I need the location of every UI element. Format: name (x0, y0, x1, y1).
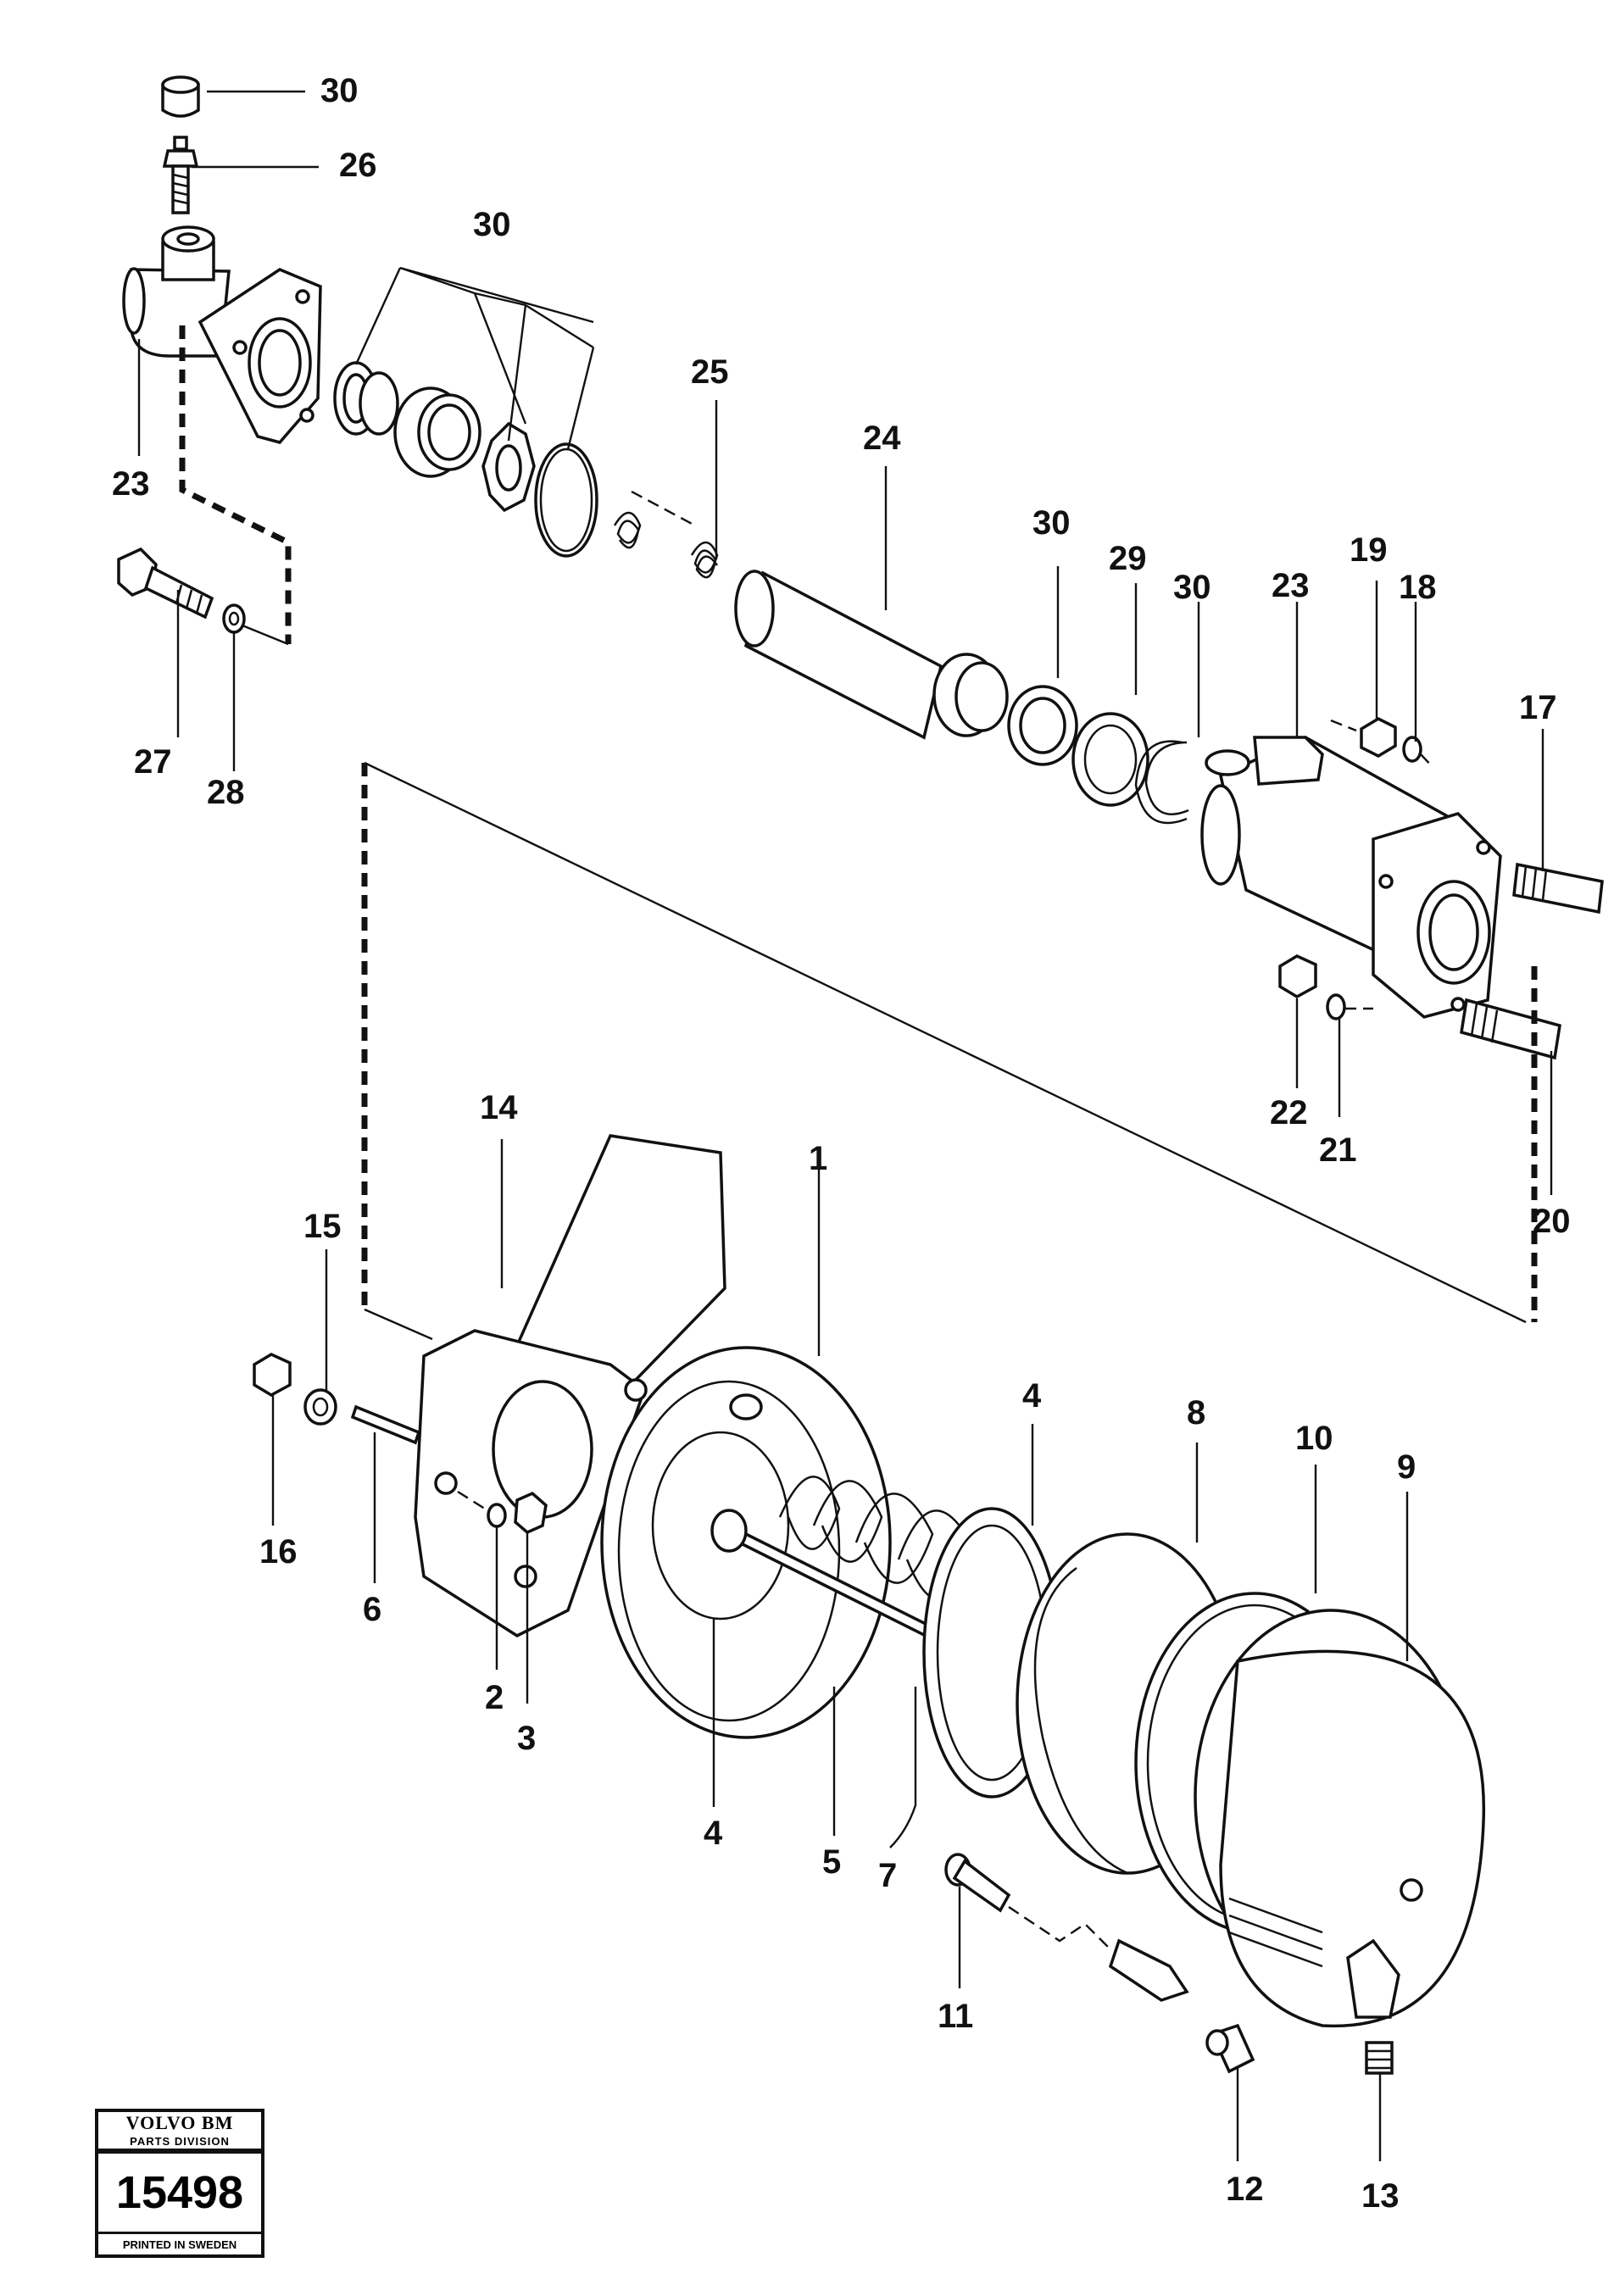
label-16: 16 (259, 1533, 298, 1571)
part-washer-29 (1071, 712, 1149, 807)
label-29: 29 (1109, 540, 1147, 577)
label-30-cup: 30 (1032, 504, 1071, 542)
part-o-ring-30 (534, 442, 598, 558)
label-2: 2 (485, 1679, 504, 1716)
part-plug-13 (1365, 2041, 1394, 2075)
part-circlip-30 (1134, 740, 1189, 825)
part-nut-16 (253, 1353, 292, 1398)
label-22: 22 (1270, 1094, 1308, 1131)
part-washer-15 (303, 1388, 337, 1426)
part-stud-20 (1460, 998, 1561, 1060)
label-23-upper: 23 (112, 465, 150, 503)
label-15: 15 (303, 1208, 342, 1245)
label-13: 13 (1361, 2177, 1400, 2215)
label-14: 14 (480, 1089, 518, 1126)
part-nut-22 (1278, 954, 1317, 999)
label-26: 26 (339, 147, 377, 184)
part-cup-seal-30-b (932, 653, 1009, 737)
part-washer-18 (1402, 736, 1422, 763)
part-washer-21 (1326, 993, 1346, 1020)
part-spring-small (613, 511, 642, 549)
part-seal-ring (333, 361, 399, 436)
part-retainer-plate (481, 421, 536, 513)
label-4-gasket: 4 (704, 1815, 723, 1852)
stamp-printed: PRINTED IN SWEDEN (122, 2238, 237, 2251)
part-housing-23-upper (122, 225, 322, 444)
label-23-right: 23 (1272, 567, 1310, 604)
part-seal-30-c (1007, 685, 1078, 766)
label-30-seals: 30 (473, 206, 511, 243)
part-plug-12 (1205, 2023, 1255, 2074)
part-stud-17 (1512, 862, 1604, 915)
label-20: 20 (1533, 1203, 1571, 1240)
label-5: 5 (822, 1843, 841, 1881)
label-24: 24 (863, 420, 901, 457)
part-nut-3 (514, 1491, 548, 1535)
label-4-diaphragm-gasket: 4 (1022, 1377, 1042, 1415)
label-27: 27 (134, 743, 172, 781)
part-housing-23-right (1200, 736, 1502, 1019)
part-spring-5 (778, 1476, 1019, 1618)
label-6: 6 (363, 1591, 381, 1628)
label-28: 28 (207, 774, 245, 811)
part-cup-seal-30 (393, 386, 481, 478)
part-nut-19 (1360, 717, 1397, 758)
stamp-number: 15498 (98, 2151, 261, 2234)
part-washer-28 (222, 603, 246, 634)
part-gasket-4 (651, 1431, 790, 1621)
part-washer-2 (487, 1503, 507, 1528)
part-piston-24 (734, 570, 943, 740)
stamp-division: PARTS DIVISION (98, 2134, 261, 2151)
label-10: 10 (1295, 1420, 1333, 1457)
parts-division-stamp: VOLVO BM PARTS DIVISION 15498 PRINTED IN… (95, 2109, 264, 2258)
label-21: 21 (1319, 1131, 1357, 1169)
part-bracket-14 (414, 1134, 726, 1638)
stamp-brand: VOLVO BM (125, 2112, 234, 2133)
part-cover-9 (1194, 1609, 1486, 2028)
label-30-circlip: 30 (1173, 569, 1211, 606)
part-bolt-27 (117, 547, 214, 620)
part-bleed-nipple-26 (162, 136, 199, 214)
part-pin-6 (350, 1404, 421, 1445)
label-17: 17 (1519, 689, 1557, 726)
label-18: 18 (1399, 569, 1437, 606)
label-7: 7 (878, 1857, 897, 1894)
label-8: 8 (1187, 1394, 1205, 1432)
part-spring-25 (690, 541, 719, 579)
label-9: 9 (1397, 1448, 1416, 1486)
label-3: 3 (517, 1720, 536, 1757)
label-11: 11 (938, 1998, 973, 2035)
label-25: 25 (691, 353, 729, 391)
label-19: 19 (1350, 531, 1388, 569)
part-cap-30 (161, 75, 200, 118)
label-12: 12 (1226, 2171, 1264, 2208)
part-screw-11 (944, 1853, 1011, 1913)
label-30-cap: 30 (320, 72, 359, 109)
label-1: 1 (809, 1140, 827, 1177)
